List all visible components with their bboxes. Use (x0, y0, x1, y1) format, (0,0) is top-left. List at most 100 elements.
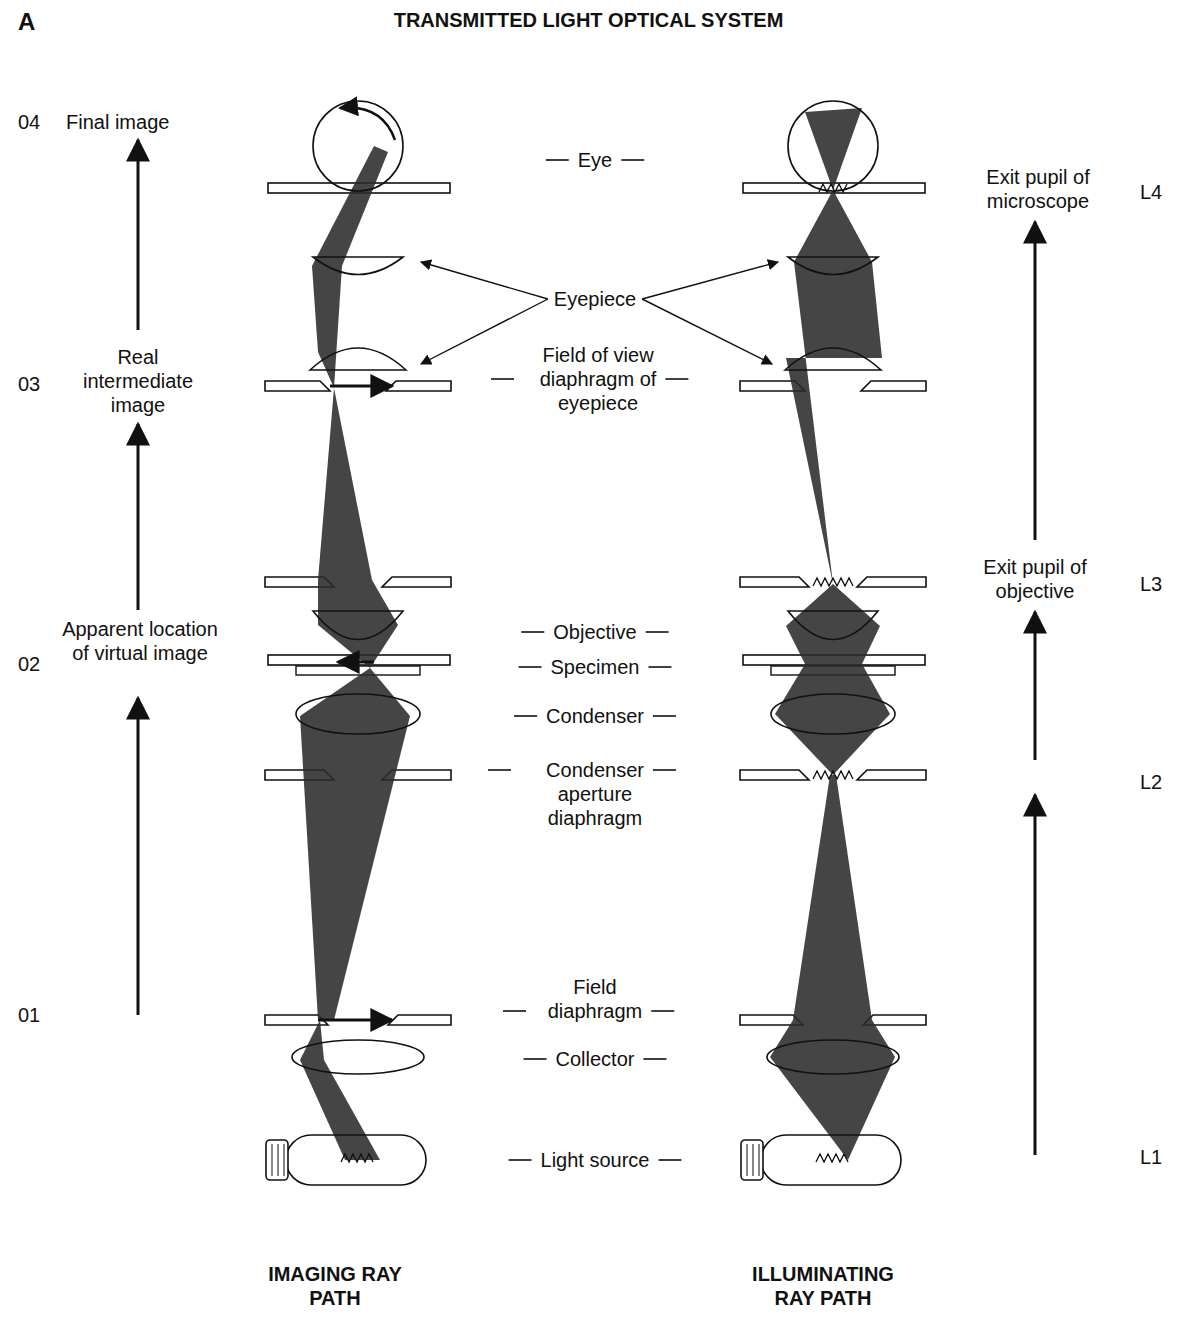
part-label: Field diaphragm (535, 975, 655, 1023)
label-dash (519, 666, 542, 668)
part-label: Specimen (551, 655, 640, 679)
part-label: Eyepiece (554, 287, 636, 311)
filament-image (819, 184, 847, 192)
sequence-arrow (137, 698, 140, 1015)
plane-label: Final image (66, 110, 169, 134)
bulb (761, 1135, 901, 1185)
socket-rib (284, 1144, 285, 1176)
part-label: Objective (553, 620, 636, 644)
socket-rib (753, 1144, 754, 1176)
part-label: Eye (578, 148, 612, 172)
condenser-lens (296, 694, 420, 734)
imaging-ray (318, 625, 398, 668)
bulb-socket (266, 1140, 288, 1180)
image-arrow (330, 385, 392, 388)
leader-arrow (421, 262, 548, 299)
sequence-arrow (137, 140, 140, 330)
label-dash (546, 159, 569, 161)
plane-number: L1 (1140, 1145, 1162, 1169)
label-dash (491, 378, 514, 380)
image-arrow (318, 1019, 392, 1022)
leader-arrow (642, 299, 772, 364)
plane-number: 02 (18, 652, 40, 676)
plane-number: L2 (1140, 770, 1162, 794)
label-dash (651, 1010, 674, 1012)
field-of-view-diaphragm (861, 381, 926, 391)
objective-back-plate (857, 577, 926, 587)
label-dash (488, 769, 511, 771)
path-title: ILLUMINATING RAY PATH (733, 1262, 913, 1310)
path-title: IMAGING RAY PATH (265, 1262, 405, 1310)
cover-slip (296, 666, 420, 675)
filament-image (813, 578, 853, 586)
plane-number: L3 (1140, 572, 1162, 596)
panel-letter: A (18, 10, 35, 34)
socket-rib (272, 1144, 273, 1176)
sequence-arrow (1034, 222, 1037, 540)
condenser-lens (771, 694, 895, 734)
part-label: Collector (556, 1047, 635, 1071)
plane-label: Apparent location of virtual image (58, 617, 223, 665)
label-dash (521, 631, 544, 633)
collector-lens (767, 1040, 899, 1074)
rotation-arrow (340, 108, 395, 140)
label-dash (658, 1159, 681, 1161)
filament (816, 1154, 848, 1162)
part-label: Condenser (546, 704, 644, 728)
sequence-arrow (1034, 612, 1037, 760)
sequence-arrow (1034, 795, 1037, 1155)
plane-label: Exit pupil of objective (965, 555, 1105, 603)
objective-lens (313, 611, 403, 640)
illuminating-ray (775, 664, 890, 714)
field-of-view-diaphragm (386, 381, 451, 391)
objective-back-plate (382, 577, 451, 587)
objective-back-plate (740, 577, 809, 587)
illuminating-ray (770, 1057, 895, 1160)
illuminating-ray (805, 108, 862, 190)
label-dash (653, 715, 676, 717)
diagram-title: TRANSMITTED LIGHT OPTICAL SYSTEM (0, 8, 1177, 32)
filament (341, 1154, 373, 1162)
imaging-ray (300, 1020, 324, 1060)
part-label: Condenser aperture diaphragm (520, 758, 670, 830)
label-dash (509, 1159, 532, 1161)
eye-symbol (313, 101, 403, 191)
eye-lens (788, 257, 878, 275)
part-label: Field of view diaphragm of eyepiece (523, 343, 673, 415)
illuminating-ray (786, 190, 882, 584)
label-dash (514, 715, 537, 717)
label-dash (653, 769, 676, 771)
part-label: Light source (541, 1148, 650, 1172)
label-dash (524, 1058, 547, 1060)
bulb-socket (741, 1140, 763, 1180)
label-dash (503, 1010, 526, 1012)
plane-number: 01 (18, 1003, 40, 1027)
illuminating-ray (786, 584, 880, 664)
plane-number: 03 (18, 372, 40, 396)
field-diaphragm (388, 1015, 451, 1025)
condenser-aperture-diaphragm (740, 770, 809, 780)
bulb (286, 1135, 426, 1185)
imaging-ray (318, 388, 398, 625)
field-lens (310, 348, 406, 370)
plane-label: Real intermediate image (68, 345, 208, 417)
sequence-arrow (137, 424, 140, 610)
image-arrow (338, 661, 374, 664)
objective-lens (788, 611, 878, 640)
socket-rib (759, 1144, 760, 1176)
plane-number: 04 (18, 110, 40, 134)
leader-arrow (421, 299, 548, 364)
plane-label: Exit pupil of microscope (963, 165, 1113, 213)
illuminating-ray (775, 714, 890, 775)
label-dash (621, 159, 644, 161)
imaging-ray (300, 668, 410, 1020)
field-of-view-diaphragm (265, 381, 330, 391)
label-dash (665, 378, 688, 380)
illuminating-ray (770, 775, 895, 1057)
plane-number: L4 (1140, 180, 1162, 204)
eye-symbol (788, 101, 878, 191)
label-dash (643, 1058, 666, 1060)
socket-rib (747, 1144, 748, 1176)
collector-lens (292, 1040, 424, 1074)
label-dash (646, 631, 669, 633)
